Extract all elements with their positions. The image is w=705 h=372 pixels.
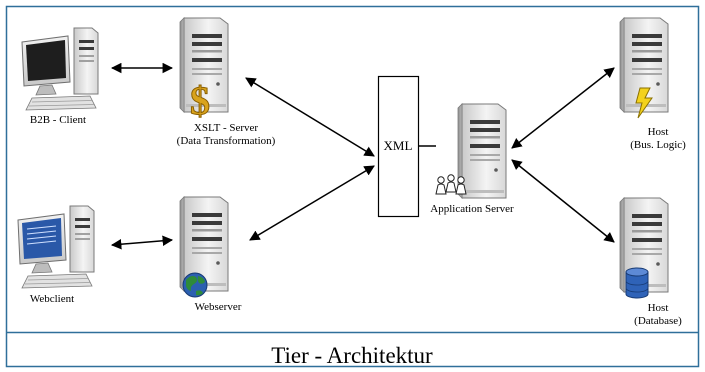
diagram-frame <box>5 5 700 368</box>
host-database-label-line2: (Database) <box>634 315 682 327</box>
xslt-server-label-line2: (Data Transformation) <box>177 135 276 147</box>
desktop-computer-icon <box>17 205 95 289</box>
desktop-computer-icon <box>21 27 99 111</box>
arrow-appserver-to-host-logic <box>511 67 615 149</box>
host-database-node: Host (Database) <box>619 197 682 327</box>
arrow-webserver-to-xml <box>249 165 375 241</box>
xml-bus-node: XML <box>377 75 420 218</box>
b2b-client-label: B2B - Client <box>30 114 86 126</box>
arrow-xslt-to-xml <box>245 77 375 157</box>
xslt-server-label-line1: XSLT - Server <box>194 122 259 134</box>
dollar-sign-icon: $ <box>190 78 210 123</box>
host-logic-label-line1: Host <box>648 126 669 138</box>
b2b-client-node: B2B - Client <box>21 27 99 126</box>
lightning-icon <box>635 87 653 119</box>
xml-bus-box <box>377 75 420 218</box>
webserver-node: Webserver <box>179 196 242 313</box>
server-tower-icon <box>457 103 507 199</box>
host-database-label-line1: Host <box>648 302 669 314</box>
xslt-server-node: $ XSLT - Server (Data Transformation) <box>177 17 276 147</box>
webclient-node: Webclient <box>17 205 95 305</box>
application-server-node: Application Server <box>430 103 514 215</box>
people-group-icon <box>435 174 467 195</box>
arrow-webclient-to-webserver <box>110 235 174 250</box>
arrow-appserver-to-host-database <box>511 159 615 243</box>
connections <box>110 62 615 250</box>
host-logic-node: Host (Bus. Logic) <box>619 17 686 151</box>
webserver-label: Webserver <box>195 301 242 313</box>
monitor-screen <box>26 40 66 81</box>
webclient-label: Webclient <box>30 293 74 305</box>
application-server-label: Application Server <box>430 203 514 215</box>
host-logic-label-line2: (Bus. Logic) <box>630 139 686 151</box>
diagram-caption: Tier - Architektur <box>271 343 433 368</box>
database-cylinder-icon <box>625 267 649 299</box>
globe-icon <box>182 272 208 298</box>
xml-bus-label: XML <box>384 138 413 153</box>
